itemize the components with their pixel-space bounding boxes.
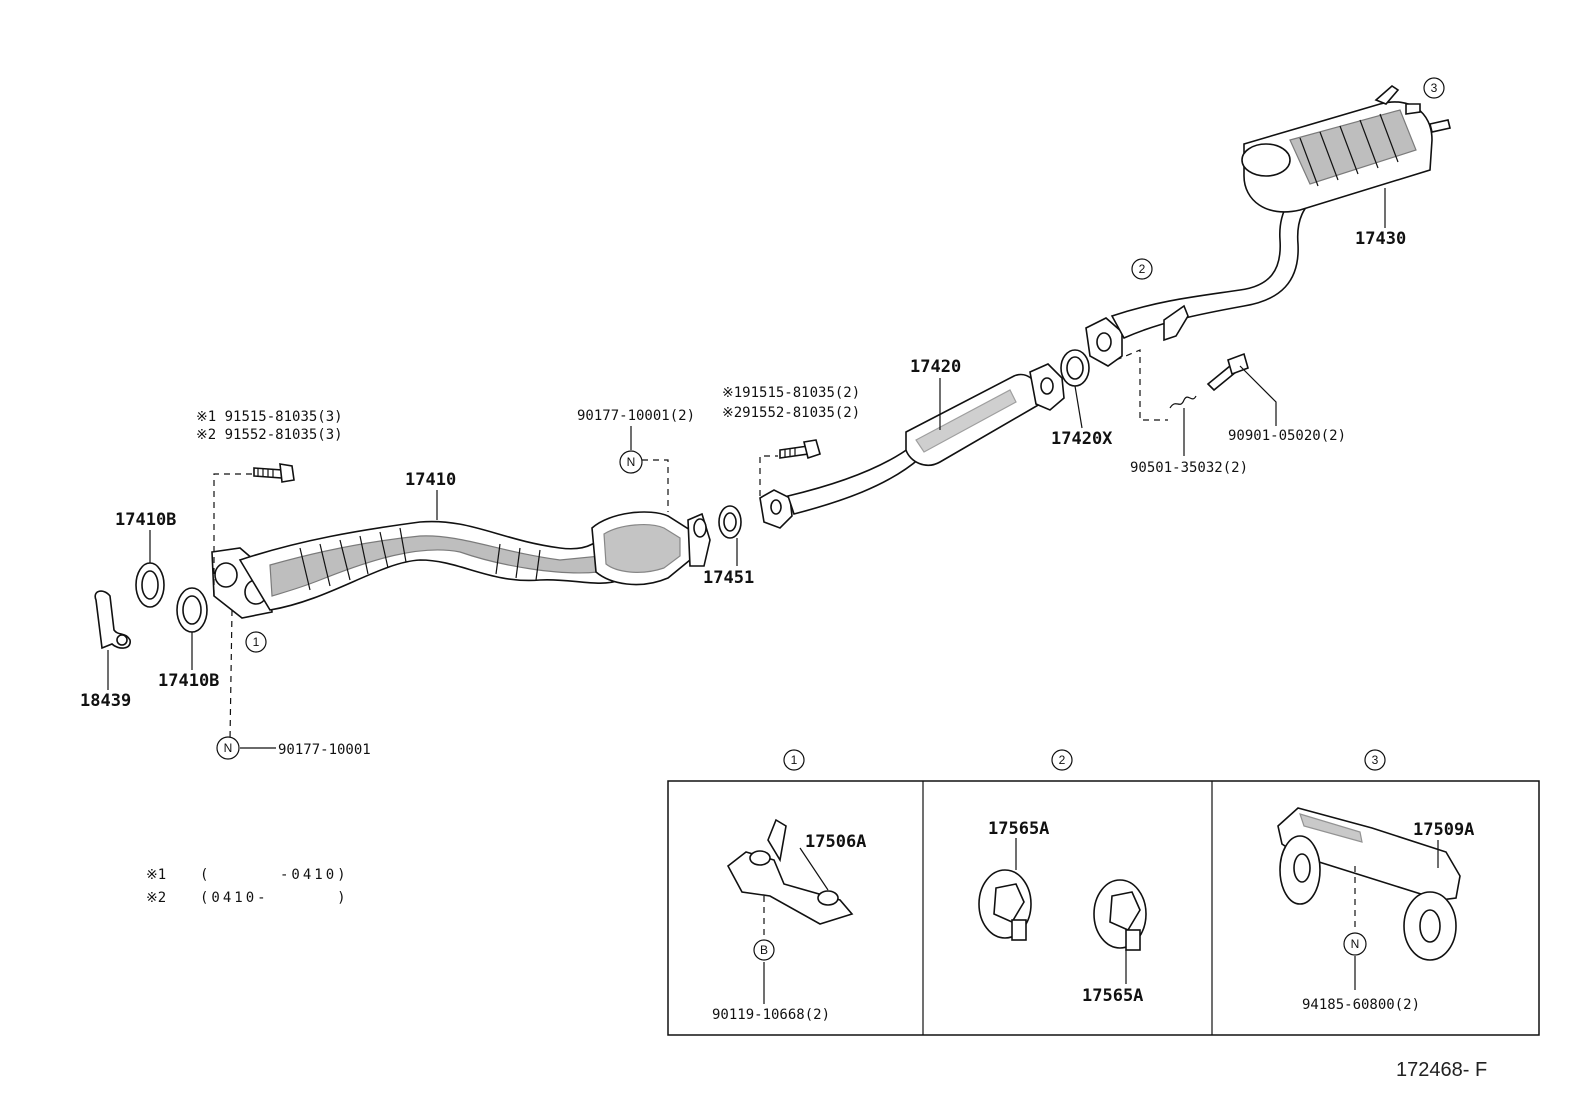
ref-circle-2-main: 2 [1131, 258, 1153, 280]
svg-text:N: N [224, 741, 233, 755]
note-2-mark: ※2 [146, 890, 166, 906]
ref-circle-1-main: 1 [245, 631, 267, 653]
label-17506a: 17506A [805, 832, 866, 852]
hanger-17565a-top [978, 869, 1032, 941]
label-17420: 17420 [910, 357, 961, 377]
label-90901: 90901-05020(2) [1228, 428, 1346, 444]
label-17451: 17451 [703, 568, 754, 588]
label-17430: 17430 [1355, 229, 1406, 249]
label-94185: 94185-60800(2) [1302, 997, 1420, 1013]
gasket-17410b-a [135, 562, 165, 608]
tail-pipe-muffler-17430 [1085, 84, 1451, 367]
bolt-left [253, 463, 295, 483]
label-bolt-left-1: ※1 91515-81035(3) [196, 409, 343, 425]
label-17410b-b: 17410B [158, 671, 219, 691]
label-bolt-left-2: ※2 91552-81035(3) [196, 427, 343, 443]
panel-1-header: 1 [783, 749, 805, 771]
label-90119: 90119-10668(2) [712, 1007, 830, 1023]
bolt-90901 [1206, 352, 1249, 392]
label-bolt-mid-2: ※291552-81035(2) [722, 405, 860, 421]
label-90177-main: 90177-10001 [278, 742, 371, 758]
panel-3-header: 3 [1364, 749, 1386, 771]
notes: ※1 ( -0410) ※2 (0410- ) [146, 867, 349, 906]
svg-text:1: 1 [253, 635, 260, 649]
gasket-17420x [1060, 349, 1090, 387]
label-17565a-top: 17565A [988, 819, 1049, 839]
svg-text:2: 2 [1139, 262, 1146, 276]
svg-text:2: 2 [1059, 753, 1066, 767]
note-1-mark: ※1 [146, 867, 166, 883]
support-17509a [1277, 807, 1461, 961]
figure-code: 172468- F [1396, 1059, 1487, 1081]
svg-text:N: N [1351, 937, 1360, 951]
label-17420x: 17420X [1051, 429, 1113, 449]
front-pipe-17410 [211, 511, 711, 619]
gasket-17451 [718, 505, 742, 539]
label-17410: 17410 [405, 470, 456, 490]
svg-text:3: 3 [1372, 753, 1379, 767]
center-pipe-17420 [759, 363, 1065, 529]
detail-panels: 1 2 3 B 17506A 90119-10668(2) [667, 749, 1540, 1036]
label-17410b-a: 17410B [115, 510, 176, 530]
note-1-range: ( -0410) [200, 867, 349, 883]
leader-lines [107, 188, 1386, 749]
label-17565a-bot: 17565A [1082, 986, 1143, 1006]
svg-text:N: N [627, 455, 636, 469]
svg-text:1: 1 [791, 753, 798, 767]
spring-90501 [1169, 395, 1197, 409]
label-90177-2: 90177-10001(2) [577, 408, 695, 424]
svg-text:3: 3 [1431, 81, 1438, 95]
label-bolt-mid-1: ※191515-81035(2) [722, 385, 860, 401]
bracket-17506a [726, 818, 854, 925]
ref-circle-b: B [753, 939, 775, 961]
label-17509a: 17509A [1413, 820, 1474, 840]
panel-2-header: 2 [1051, 749, 1073, 771]
ref-circle-n-left: N [216, 736, 240, 760]
hanger-17565a-bot [1093, 879, 1147, 951]
bracket-18439 [94, 590, 131, 650]
label-18439: 18439 [80, 691, 131, 711]
note-2-range: (0410- ) [200, 890, 349, 906]
ref-circle-n-panel: N [1343, 932, 1367, 956]
svg-text:B: B [760, 943, 768, 957]
gasket-17410b-b [176, 587, 208, 633]
bolt-mid [779, 439, 821, 460]
ref-circle-n-mid: N [619, 450, 643, 474]
label-90501: 90501-35032(2) [1130, 460, 1248, 476]
ref-circle-3-main: 3 [1423, 77, 1445, 99]
